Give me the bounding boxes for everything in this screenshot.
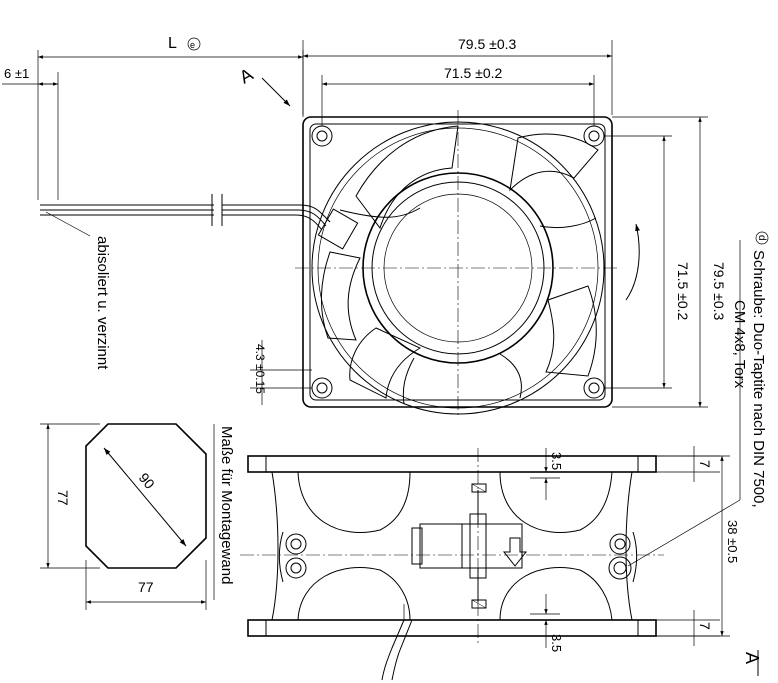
- side-bottom-flange: [247, 619, 657, 637]
- cutout-outline: [85, 423, 207, 569]
- dim-overall-width: 79.5 ±0.3: [458, 36, 516, 52]
- cutout-dim-height: 77: [55, 490, 71, 506]
- dim-overall-height: 79.5 ±0.3: [711, 262, 727, 320]
- side-screws: [278, 531, 638, 583]
- cable-clip: [317, 208, 359, 250]
- dim-cable-length: L: [168, 35, 177, 52]
- side-dim-flange-bottom: 7: [697, 622, 713, 630]
- screw-note-line1: Schraube: Duo-Taptite nach DIN 7500,: [750, 250, 767, 508]
- dim-strip-length: 6 ±1: [4, 66, 29, 81]
- side-dim-offset-bottom: 3.5: [549, 634, 564, 652]
- side-dim-flange-top: 7: [697, 460, 713, 468]
- screw-note-symbol: d: [756, 235, 767, 241]
- dim-hole-spacing-width: 71.5 ±0.2: [444, 65, 502, 81]
- fan-blades: [321, 125, 599, 399]
- screw-note: d Schraube: Duo-Taptite nach DIN 7500, C…: [731, 231, 769, 508]
- cutout-dim-width: 77: [138, 579, 154, 595]
- view-marker-a-top: A: [236, 64, 256, 87]
- cutout-dim-diagonal: 90: [136, 470, 158, 492]
- side-cable: [381, 619, 405, 681]
- side-dim-depth: 38 ±0.5: [725, 520, 740, 563]
- fan-side-view: 3.5 3.5 7 7 38 ±0.5 A: [240, 446, 762, 681]
- airflow-arrow: [502, 537, 528, 567]
- dim-cable-length-note: e: [190, 40, 195, 50]
- dim-hole-offset: 4.3 ±0.15: [253, 344, 267, 394]
- fan-frame: [302, 116, 613, 408]
- fan-frame-inner: [309, 123, 606, 401]
- side-top-flange: [247, 455, 657, 473]
- view-marker-a-side: A: [742, 652, 762, 664]
- side-motor-hub: [419, 523, 523, 569]
- fan-front-view: abisoliert u. verzinnt L e 6 ±1 79.5 ±0.…: [2, 35, 727, 418]
- screw-note-line2: CM 4x8, Torx: [731, 300, 748, 389]
- mounting-cutout: 90 77 77 Maße für Montagewand: [40, 423, 235, 610]
- wire-note: abisoliert u. verzinnt: [94, 236, 111, 370]
- cutout-title: Maße für Montagewand: [218, 426, 235, 584]
- fan-cable: [40, 194, 331, 231]
- side-dim-offset-top: 3.5: [549, 452, 564, 470]
- rotation-arrow: [625, 223, 640, 301]
- fan-strut: [339, 207, 421, 218]
- dim-hole-spacing-height: 71.5 ±0.2: [675, 262, 691, 320]
